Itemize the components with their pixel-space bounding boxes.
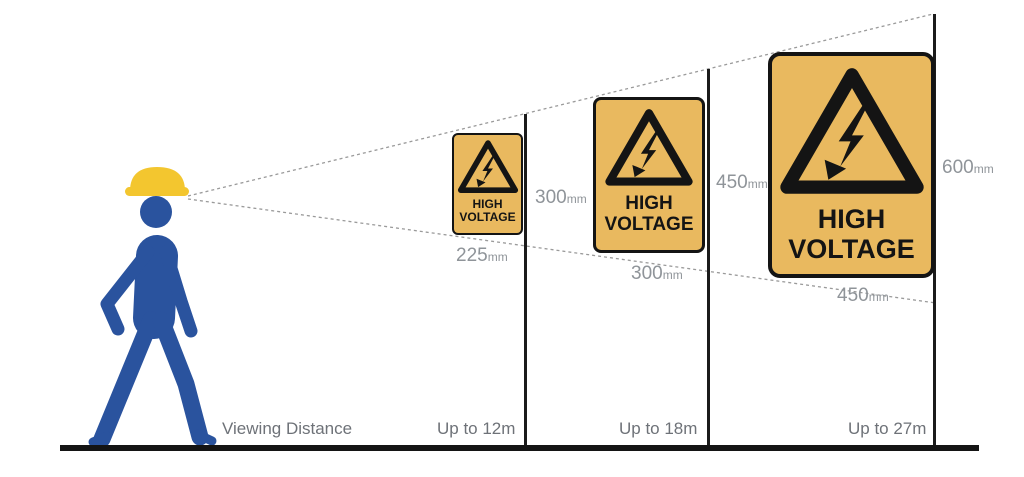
distance-label-18m: Up to 18m bbox=[619, 419, 698, 438]
sign-caption-line2: VOLTAGE bbox=[788, 234, 915, 265]
person-figure bbox=[88, 167, 217, 448]
person-back-foot bbox=[88, 431, 112, 447]
person-back-leg bbox=[93, 311, 160, 448]
sight-lines bbox=[187, 13, 937, 304]
sign-caption-line1: HIGH bbox=[472, 197, 503, 211]
hard-hat-dome-icon bbox=[130, 167, 185, 191]
distance-marker-line-18m bbox=[707, 69, 710, 445]
sign-caption: HIGH VOLTAGE bbox=[604, 193, 693, 236]
sign-small-225mm: HIGH VOLTAGE bbox=[452, 133, 523, 235]
high-voltage-warning-triangle-icon bbox=[605, 109, 693, 186]
sign1-width-label: 225mm bbox=[456, 245, 508, 267]
sign-caption-line2: VOLTAGE bbox=[459, 210, 516, 225]
sign3-height-unit: mm bbox=[973, 162, 994, 176]
sign-medium-300mm: HIGH VOLTAGE bbox=[593, 97, 705, 253]
sign3-width-unit: mm bbox=[868, 290, 889, 304]
person-head bbox=[140, 196, 172, 228]
person-back-arm bbox=[159, 245, 198, 338]
distance-label-12m: Up to 12m bbox=[437, 419, 516, 438]
sign1-height-value: 300 bbox=[535, 187, 567, 208]
sign-caption: HIGH VOLTAGE bbox=[788, 204, 915, 264]
sign1-width-unit: mm bbox=[487, 250, 508, 264]
sign3-width-label: 450mm bbox=[837, 285, 889, 307]
high-voltage-warning-triangle-icon bbox=[457, 140, 518, 193]
sign2-width-value: 300 bbox=[631, 263, 663, 284]
distance-label-27m: Up to 27m bbox=[848, 419, 927, 438]
sign2-width-unit: mm bbox=[662, 268, 683, 282]
hard-hat-brim-icon bbox=[125, 187, 189, 196]
sign-caption-line1: HIGH bbox=[817, 204, 886, 234]
distance-marker-line-12m bbox=[524, 114, 527, 445]
ground-line bbox=[60, 445, 979, 451]
sign2-height-label: 450mm bbox=[716, 172, 768, 194]
sign-caption-line2: VOLTAGE bbox=[604, 214, 694, 236]
sign-caption-line1: HIGH bbox=[625, 193, 673, 214]
sign3-width-value: 450 bbox=[837, 285, 869, 306]
sign2-height-unit: mm bbox=[747, 177, 768, 191]
person-front-foot bbox=[192, 429, 217, 446]
high-voltage-warning-triangle-icon bbox=[779, 68, 924, 194]
sight-line-upper bbox=[187, 13, 934, 197]
sign3-height-label: 600mm bbox=[942, 157, 994, 179]
sign2-width-label: 300mm bbox=[631, 263, 683, 285]
sign-large-450mm: HIGH VOLTAGE bbox=[768, 52, 935, 278]
sign1-height-label: 300mm bbox=[535, 187, 587, 209]
sign2-height-value: 450 bbox=[716, 172, 748, 193]
person-front-leg bbox=[152, 311, 209, 446]
sign-caption: HIGH VOLTAGE bbox=[459, 197, 516, 225]
sign1-width-value: 225 bbox=[456, 245, 488, 266]
person-torso bbox=[133, 235, 178, 339]
viewing-distance-label: Viewing Distance bbox=[222, 419, 353, 438]
sign3-height-value: 600 bbox=[942, 157, 974, 178]
person-front-arm bbox=[100, 245, 155, 336]
sign1-height-unit: mm bbox=[566, 192, 587, 206]
